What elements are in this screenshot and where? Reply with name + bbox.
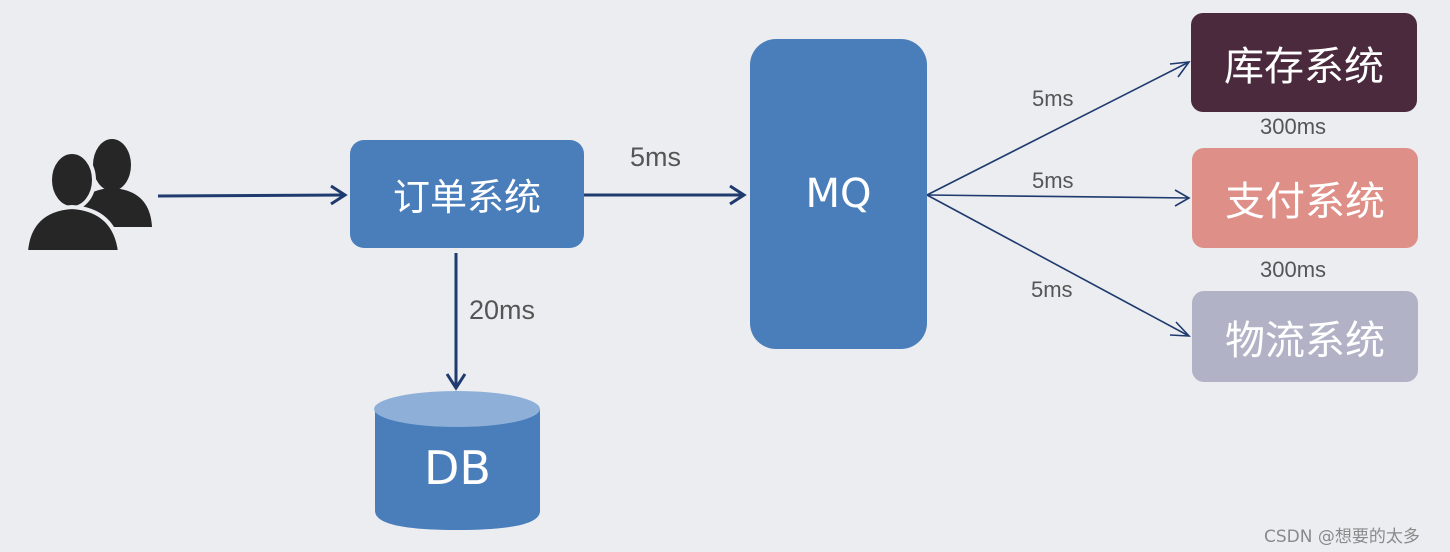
payment-system-label: 支付系统 — [1225, 179, 1385, 225]
inventory-system-box[interactable]: 库存系统 — [1191, 13, 1417, 112]
inventory-process-time: 300ms — [1260, 114, 1327, 139]
inventory-system-label: 库存系统 — [1224, 43, 1384, 90]
mq-to-logistics-time: 5ms — [1031, 277, 1073, 302]
order-to-db-arrow — [445, 253, 467, 391]
mq-to-inventory-time: 5ms — [1032, 86, 1074, 111]
users-to-order-arrow — [157, 184, 348, 206]
mq-to-logistics-arrow — [926, 194, 1191, 337]
db-cylinder — [374, 391, 540, 530]
payment-process-time: 300ms — [1260, 257, 1327, 282]
logistics-system-label: 物流系统 — [1225, 317, 1385, 364]
users-icon — [23, 139, 152, 254]
order-system-box[interactable]: 订单系统 — [350, 140, 584, 248]
order-to-mq-arrow — [584, 184, 747, 206]
mq-to-inventory-arrow — [926, 61, 1191, 196]
db-label-wrap: DB — [375, 428, 540, 508]
logistics-system-box[interactable]: 物流系统 — [1192, 291, 1418, 382]
payment-system-box[interactable]: 支付系统 — [1192, 148, 1418, 248]
mq-to-payment-time: 5ms — [1032, 168, 1074, 193]
order-to-db-time: 20ms — [469, 295, 536, 325]
order-to-mq-time: 5ms — [630, 142, 682, 172]
mq-to-payment-arrow — [926, 189, 1191, 207]
watermark: CSDN @想要的太多 — [1264, 527, 1420, 547]
order-system-label: 订单系统 — [393, 176, 541, 219]
mq-box[interactable]: MQ — [750, 39, 927, 349]
mq-label: MQ — [805, 171, 872, 217]
db-label: DB — [424, 441, 491, 495]
